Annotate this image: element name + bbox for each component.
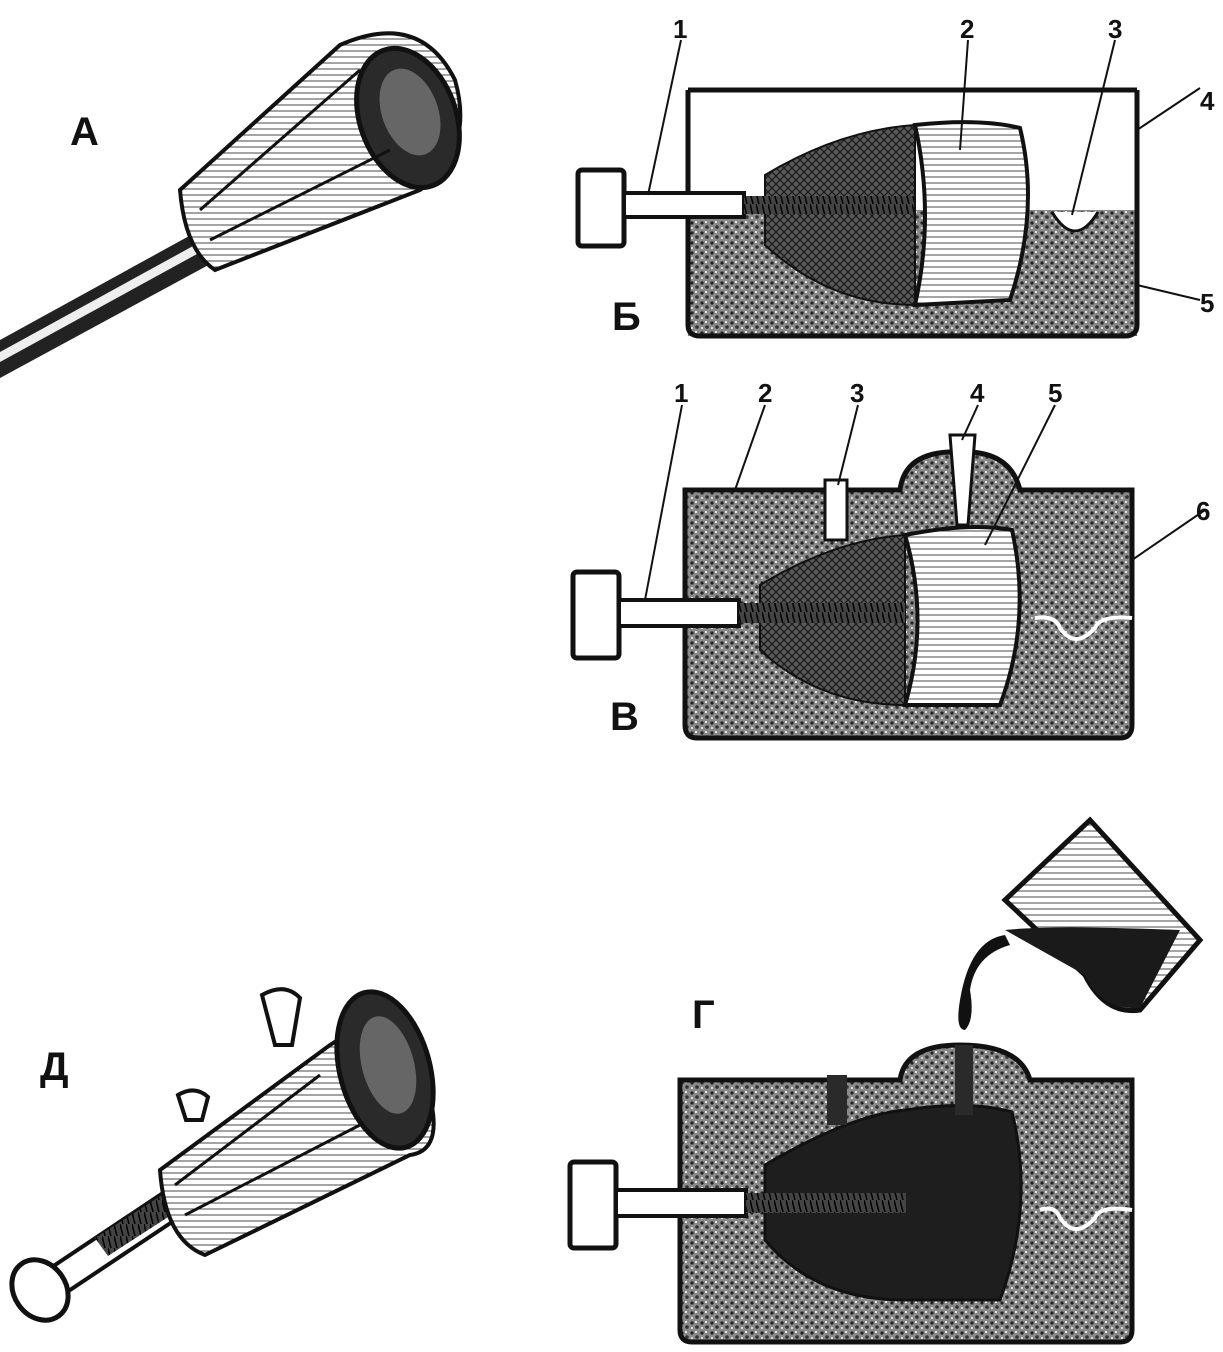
panel-v-bolt	[570, 569, 905, 661]
panel-v-pins	[823, 433, 977, 542]
panel-b-flask-outline	[685, 87, 1140, 339]
panel-b-callout-2: 2	[960, 14, 974, 44]
panel-v-callout-5: 5	[1048, 378, 1062, 408]
panel-d-cast-knob	[9, 987, 436, 1323]
panel-v-closed-mold	[570, 433, 1135, 741]
panel-g-bolt	[567, 1159, 906, 1251]
panel-g-pouring	[567, 816, 1204, 1345]
panel-b-callout-4: 4	[1200, 86, 1215, 116]
panel-v-callout-2: 2	[758, 378, 772, 408]
panel-a-knob-on-rod	[0, 31, 463, 378]
panel-v-label: В	[610, 695, 639, 739]
knob	[177, 31, 463, 273]
panel-b-label: Б	[612, 295, 641, 339]
panel-b-callout-3: 3	[1108, 14, 1122, 44]
panel-v-callout-6: 6	[1196, 496, 1210, 526]
panel-d-sprue-stubs	[175, 987, 303, 1122]
panel-v-callout-3: 3	[850, 378, 864, 408]
panel-b-knob-pattern	[764, 120, 1030, 308]
panel-b-callout-5: 5	[1200, 288, 1214, 318]
panel-g-label: Г	[692, 993, 715, 1037]
molten-metal-stream	[958, 935, 1010, 1030]
rod	[0, 230, 214, 378]
panel-d-label: Д	[40, 1045, 69, 1089]
panel-v-callout-1: 1	[674, 378, 688, 408]
panel-b-mold-half	[575, 87, 1140, 339]
panel-b-callout-1: 1	[673, 14, 687, 44]
panel-b-callouts: 1 2 3 4 5	[647, 14, 1215, 318]
panel-a-label: А	[70, 110, 99, 154]
crucible	[958, 816, 1204, 1030]
panel-v-callout-4: 4	[970, 378, 985, 408]
panel-d-bolt	[9, 1182, 193, 1323]
panel-v-callouts: 1 2 3 4 5 6	[644, 378, 1210, 601]
panel-b-bolt	[575, 167, 914, 249]
